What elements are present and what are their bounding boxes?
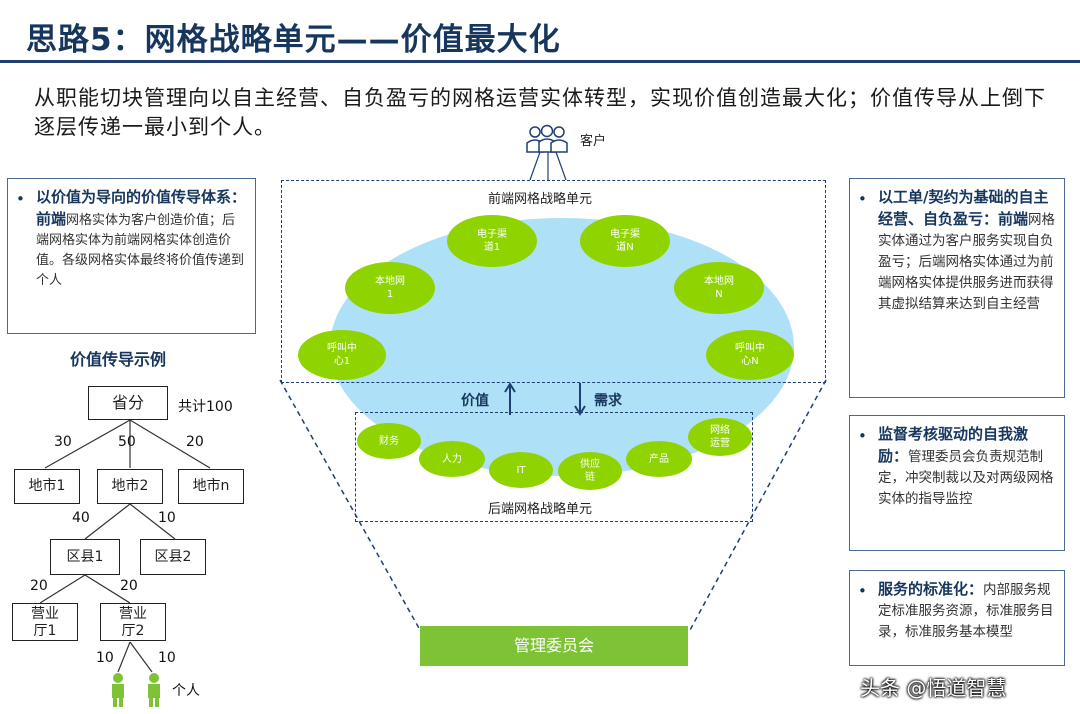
county-node-1: 区县1 [50,539,120,575]
committee-bar: 管理委员会 [420,626,688,666]
tree-heading: 价值传导示例 [70,350,167,369]
back-unit-oval: 网络 运营 [688,418,752,456]
customer-arrows [529,151,567,181]
back-unit-oval: 产品 [626,441,692,477]
person-value-2: 10 [158,650,176,666]
customer-label: 客户 [580,134,607,149]
left-info-body: 网格实体为客户创造价值；后端网格实体为前端网格实体创造价值。各级网格实体最终将价… [36,213,245,288]
right-info-box-2: • 监督考核驱动的自我激励：管理委员会负责规范制定，冲突制裁以及对两级网格实体的… [849,415,1065,551]
left-info-front: 前端 [36,210,67,228]
right-info-heading-2: 监督考核驱动的自我激励： [878,425,1029,465]
city-node-2: 地市2 [97,469,163,504]
right-info-text-2: 监督考核驱动的自我激励：管理委员会负责规范制定，冲突制裁以及对两级网格实体的指导… [878,424,1056,510]
bullet: • [858,190,867,208]
back-unit-oval: 人力 [419,441,485,477]
right-info-front: 前端 [998,210,1029,228]
title-rule [0,60,1080,63]
front-unit-oval: 电子渠 道N [580,215,670,267]
city-value-n: 20 [186,434,204,450]
left-info-box: • 以价值为导向的价值传导体系： 前端网格实体为客户创造价值；后端网格实体为前端网… [7,178,256,334]
front-unit-title: 前端网格战略单元 [488,192,593,207]
front-unit-oval: 本地网 N [674,262,764,314]
person-value-1: 10 [96,650,114,666]
back-unit-oval: 财务 [357,423,421,459]
bullet: • [858,582,867,600]
right-info-text-3: 服务的标准化：内部服务规定标准服务资源，标准服务目录，标准服务基本模型 [878,579,1056,643]
demand-label: 需求 [594,393,622,409]
funnel-lines [279,379,827,631]
right-info-heading-1: 以工单/契约为基础的自主经营、自负盈亏： [878,188,1049,228]
right-info-box-1: • 以工单/契约为基础的自主经营、自负盈亏：前端网格实体通过为客户服务实现自负盈… [849,178,1065,398]
customer-icon [526,124,568,153]
demand-arrow-down [574,383,586,416]
person-label: 个人 [172,683,200,699]
county-value-1: 40 [72,510,90,526]
city-value-2: 50 [118,434,136,450]
hall-node-1: 营业 厅1 [12,603,78,641]
tree-root: 省分 [88,386,168,420]
tree-connectors [39,419,211,673]
right-info-body-3: 内部服务规定标准服务资源，标准服务目录，标准服务基本模型 [878,582,1054,640]
intro-text: 从职能切块管理向以自主经营、自负盈亏的网格运营实体转型，实现价值创造最大化；价值… [34,86,1046,139]
hall-value-1: 20 [30,578,48,594]
back-unit-box [355,412,753,522]
left-info-text: 以价值为导向的价值传导体系： 前端网格实体为客户创造价值；后端网格实体为前端网格实… [36,187,247,291]
front-unit-oval: 电子渠 道1 [447,215,537,267]
bullet: • [858,427,867,445]
right-info-heading-3: 服务的标准化： [878,580,984,598]
watermark: 头条 @悟道智慧 [860,676,1007,700]
value-label: 价值 [461,393,489,409]
left-info-heading: 以价值为导向的价值传导体系： [36,188,247,206]
person-icon [148,673,160,707]
back-unit-title: 后端网格战略单元 [488,502,593,517]
page-title: 思路5：网格战略单元——价值最大化 [26,22,561,58]
city-node-n: 地市n [178,469,244,504]
back-unit-oval: 供应 链 [558,452,622,490]
back-unit-oval: IT [489,452,553,488]
right-info-body-1: 网格实体通过为客户服务实现自负盈亏；后端网格实体通过为前端网格实体提供服务进而获… [878,212,1056,312]
front-unit-box [281,180,826,383]
front-unit-oval: 呼叫中 心1 [298,330,386,380]
city-node-1: 地市1 [14,469,80,504]
right-info-text-1: 以工单/契约为基础的自主经营、自负盈亏：前端网格实体通过为客户服务实现自负盈亏；… [878,187,1056,315]
bullet: • [16,190,25,208]
front-unit-oval: 本地网 1 [345,262,435,314]
right-info-body-2: 管理委员会负责规范制定，冲突制裁以及对两级网格实体的指导监控 [878,449,1054,507]
right-info-box-3: • 服务的标准化：内部服务规定标准服务资源，标准服务目录，标准服务基本模型 [849,570,1065,666]
front-unit-oval: 呼叫中 心N [706,330,794,380]
county-value-2: 10 [158,510,176,526]
person-icon [112,673,124,707]
tree-total: 共计100 [178,399,233,415]
city-value-1: 30 [54,434,72,450]
value-arrow-up [504,382,516,415]
hall-value-2: 20 [120,578,138,594]
hall-node-2: 营业 厅2 [100,603,166,641]
county-node-2: 区县2 [140,539,206,575]
